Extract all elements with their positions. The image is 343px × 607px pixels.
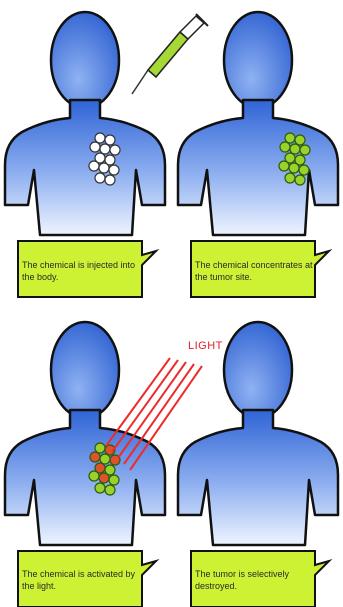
panel-2	[178, 12, 338, 297]
syringe-icon	[132, 14, 208, 94]
caption-text-3: The chemical is activated by the light.	[22, 568, 140, 602]
light-label: LIGHT	[188, 340, 223, 352]
panel-4	[178, 322, 338, 607]
caption-text-1: The chemical is injected into the body.	[22, 259, 140, 293]
human-figure	[5, 12, 165, 235]
caption-text-4: The tumor is selectively destroyed.	[195, 568, 313, 602]
human-figure	[178, 12, 338, 235]
panel-1	[5, 12, 208, 297]
human-figure	[178, 322, 338, 545]
human-figure	[5, 322, 165, 545]
panel-3	[5, 322, 202, 607]
caption-text-2: The chemical concentrates at the tumor s…	[195, 259, 313, 293]
